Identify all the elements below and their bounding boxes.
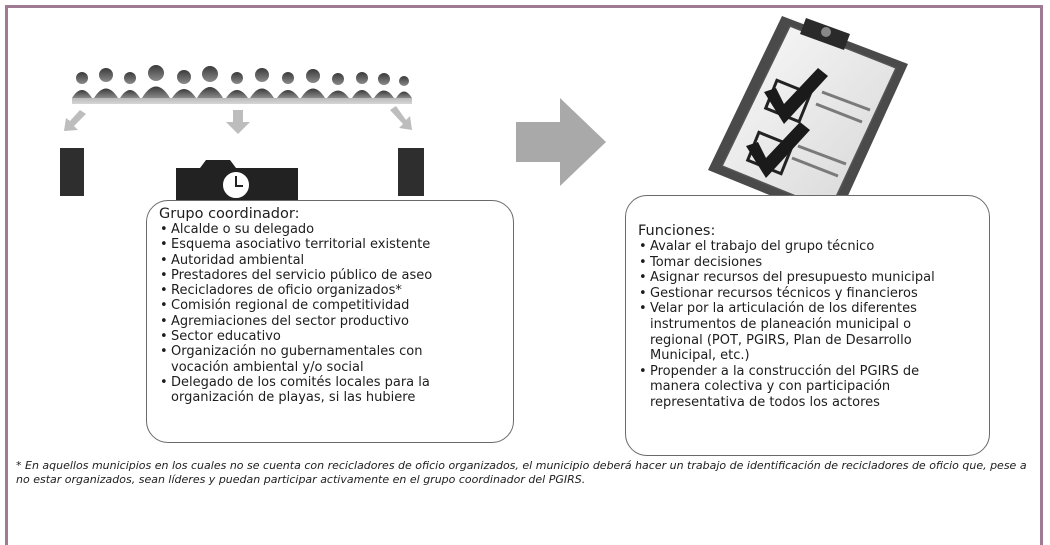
people-crowd-icon (72, 65, 412, 104)
list-item: Prestadores del servicio público de aseo (159, 268, 501, 284)
list-item: Asignar recursos del presupuesto municip… (638, 270, 977, 286)
functions-title: Funciones: (638, 223, 716, 239)
list-item: Organización no gubernamentales con voca… (159, 344, 501, 375)
list-item: Comisión regional de competitividad (159, 298, 501, 314)
illustration (60, 16, 908, 222)
clipboard-checklist-icon (708, 16, 908, 222)
footnote: * En aquellos municipios en los cuales n… (16, 459, 1027, 486)
page-frame (5, 5, 1043, 545)
arrow-right-icon (516, 98, 606, 186)
list-item: Agremiaciones del sector productivo (159, 314, 501, 330)
functions-box: Funciones: Avalar el trabajo del grupo t… (625, 195, 990, 456)
coordinating-group-box: Grupo coordinador: Alcalde o su delegado… (146, 200, 514, 443)
side-folder-icon (60, 148, 424, 196)
list-item: Delegado de los comités locales para la … (159, 375, 501, 406)
list-item: Alcalde o su delegado (159, 222, 501, 238)
down-arrows-icon (64, 106, 412, 134)
list-item: Tomar decisiones (638, 255, 977, 271)
list-item: Sector educativo (159, 329, 501, 345)
coordinating-group-title: Grupo coordinador: (159, 206, 300, 222)
list-item: Recicladores de oficio organizados* (159, 283, 501, 299)
list-item: Gestionar recursos técnicos y financiero… (638, 286, 977, 302)
list-item: Velar por la articulación de los diferen… (638, 301, 977, 363)
list-item: Avalar el trabajo del grupo técnico (638, 239, 977, 255)
list-item: Propender a la construcción del PGIRS de… (638, 364, 977, 411)
coordinating-group-list: Alcalde o su delegado Esquema asociativo… (159, 222, 501, 406)
list-item: Autoridad ambiental (159, 253, 501, 269)
list-item: Esquema asociativo territorial existente (159, 237, 501, 253)
folder-clock-icon (176, 160, 298, 210)
functions-list: Avalar el trabajo del grupo técnico Toma… (638, 239, 977, 411)
